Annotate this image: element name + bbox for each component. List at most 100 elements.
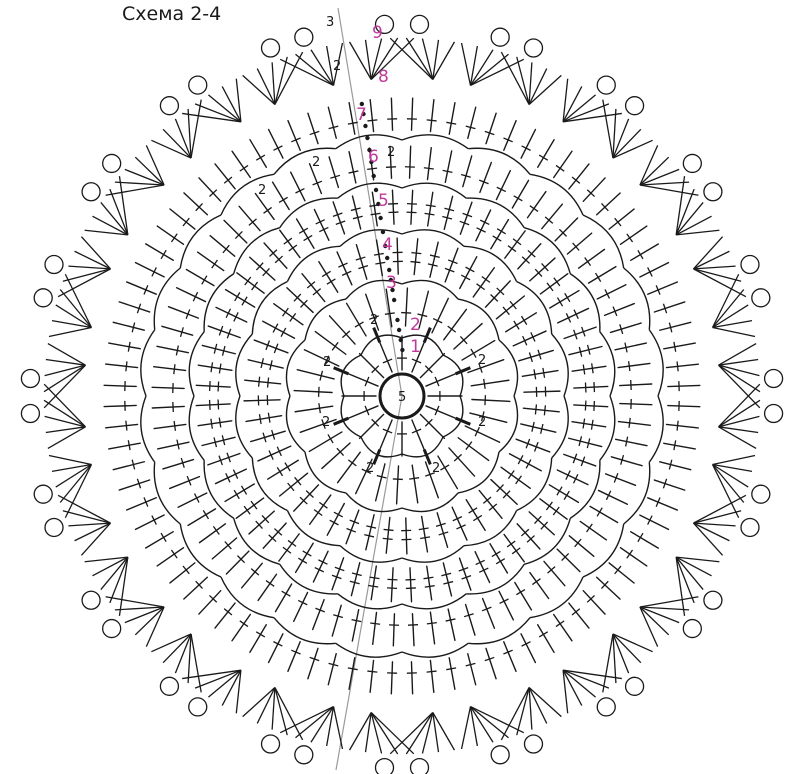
stitch-post	[345, 302, 367, 337]
stitch-bar	[192, 291, 199, 302]
shell-stitch	[469, 45, 478, 86]
shell-stitch	[182, 669, 241, 680]
scallop-arc	[457, 298, 500, 341]
stitch-bar	[182, 217, 190, 227]
stitch-bar	[329, 519, 339, 526]
stitch-post	[327, 106, 337, 139]
stitch-bar	[444, 267, 455, 273]
picot-loop	[523, 38, 544, 58]
stitch-post	[474, 550, 491, 584]
stitch-bar	[565, 313, 572, 323]
stitch-post	[262, 320, 296, 339]
stitch-post	[597, 489, 629, 505]
stitch-bar	[513, 320, 520, 330]
stitch-bar	[484, 656, 495, 662]
stitch-post	[410, 189, 414, 225]
stitch-post	[369, 659, 375, 693]
picot-loop	[44, 254, 64, 275]
stitch-post	[308, 431, 343, 453]
stitch-post	[518, 349, 554, 362]
stitch-bar	[483, 378, 486, 389]
stitch-post	[375, 239, 384, 277]
stitch-bar	[262, 432, 267, 443]
stitch-bar	[125, 420, 128, 431]
scallop-arc	[463, 510, 518, 547]
stitch-post	[326, 502, 345, 536]
stitch-post	[614, 438, 648, 447]
stitch-post	[278, 533, 300, 562]
stitch-post	[249, 256, 276, 281]
stitch-bar	[520, 528, 530, 537]
stitch-bar	[582, 418, 586, 429]
stitch-bar	[361, 468, 372, 474]
slip-stitch-dot	[373, 187, 379, 193]
shell-stitch	[295, 53, 334, 86]
stitch-bar	[321, 270, 331, 278]
stitch-bar	[531, 421, 535, 432]
slip-stitch-dot	[391, 297, 397, 303]
stitch-post	[503, 641, 517, 673]
stitch-bar	[434, 405, 440, 416]
stitch-bar	[371, 365, 380, 374]
shell-stitch	[274, 51, 304, 105]
stitch-bar	[571, 608, 581, 616]
picot-loop	[490, 27, 510, 47]
stitch-post	[134, 514, 165, 531]
shell-stitch	[124, 168, 165, 186]
scallop-arc	[337, 593, 403, 610]
stitch-bar	[427, 263, 438, 267]
scallop-arc	[273, 617, 336, 645]
stitch-bar	[512, 238, 522, 246]
shell-stitch	[675, 556, 704, 590]
stitch-post	[328, 315, 356, 345]
stitch-bar	[637, 249, 644, 260]
stitch-bar	[409, 477, 420, 480]
stitch-post	[273, 303, 304, 326]
stitch-bar	[627, 361, 631, 372]
shell-stitch	[693, 250, 730, 270]
scallop-arc	[551, 395, 569, 459]
stitch-bar	[218, 325, 224, 336]
stitch-bar	[555, 164, 565, 172]
stitch-bar	[445, 618, 456, 622]
stitch-bar	[170, 233, 178, 243]
stitch-post	[105, 423, 139, 429]
stitch-bar	[586, 344, 591, 355]
shell-stitch	[718, 426, 759, 434]
stitch-bar	[218, 455, 223, 466]
stitch-bar	[213, 437, 218, 448]
stitch-post	[307, 112, 319, 145]
stitch-bar	[272, 323, 279, 333]
stitch-bar	[349, 580, 360, 585]
shell-stitch	[295, 706, 334, 739]
shell-stitch	[80, 522, 111, 556]
stitch-post	[522, 407, 560, 413]
stitch-post	[214, 163, 236, 190]
stitch-bar	[676, 420, 679, 431]
picot-loop	[294, 27, 314, 47]
stitch-post	[162, 458, 195, 470]
stitch-post	[355, 244, 368, 280]
stitch-bar	[222, 244, 230, 254]
shell-stitch	[348, 712, 372, 751]
stitch-post	[447, 608, 456, 642]
shell-stitch	[47, 342, 86, 366]
stitch-post	[479, 161, 493, 194]
picot-loop	[44, 517, 64, 538]
stitch-post	[582, 590, 606, 615]
stitch-bar	[626, 233, 634, 243]
row-number: 4	[382, 235, 393, 255]
shell-stitch	[432, 39, 440, 80]
stitch-post	[472, 267, 495, 298]
stitch-post	[370, 565, 377, 601]
stitch-bar	[328, 125, 339, 130]
stitch-bar	[424, 418, 433, 427]
shell-stitch	[326, 706, 335, 747]
shell-stitch	[675, 202, 704, 236]
shell-stitch	[562, 94, 596, 123]
shell-stitch	[310, 49, 335, 86]
stitch-post	[167, 305, 200, 319]
stitch-post	[303, 349, 340, 367]
stitch-bar	[250, 568, 260, 576]
